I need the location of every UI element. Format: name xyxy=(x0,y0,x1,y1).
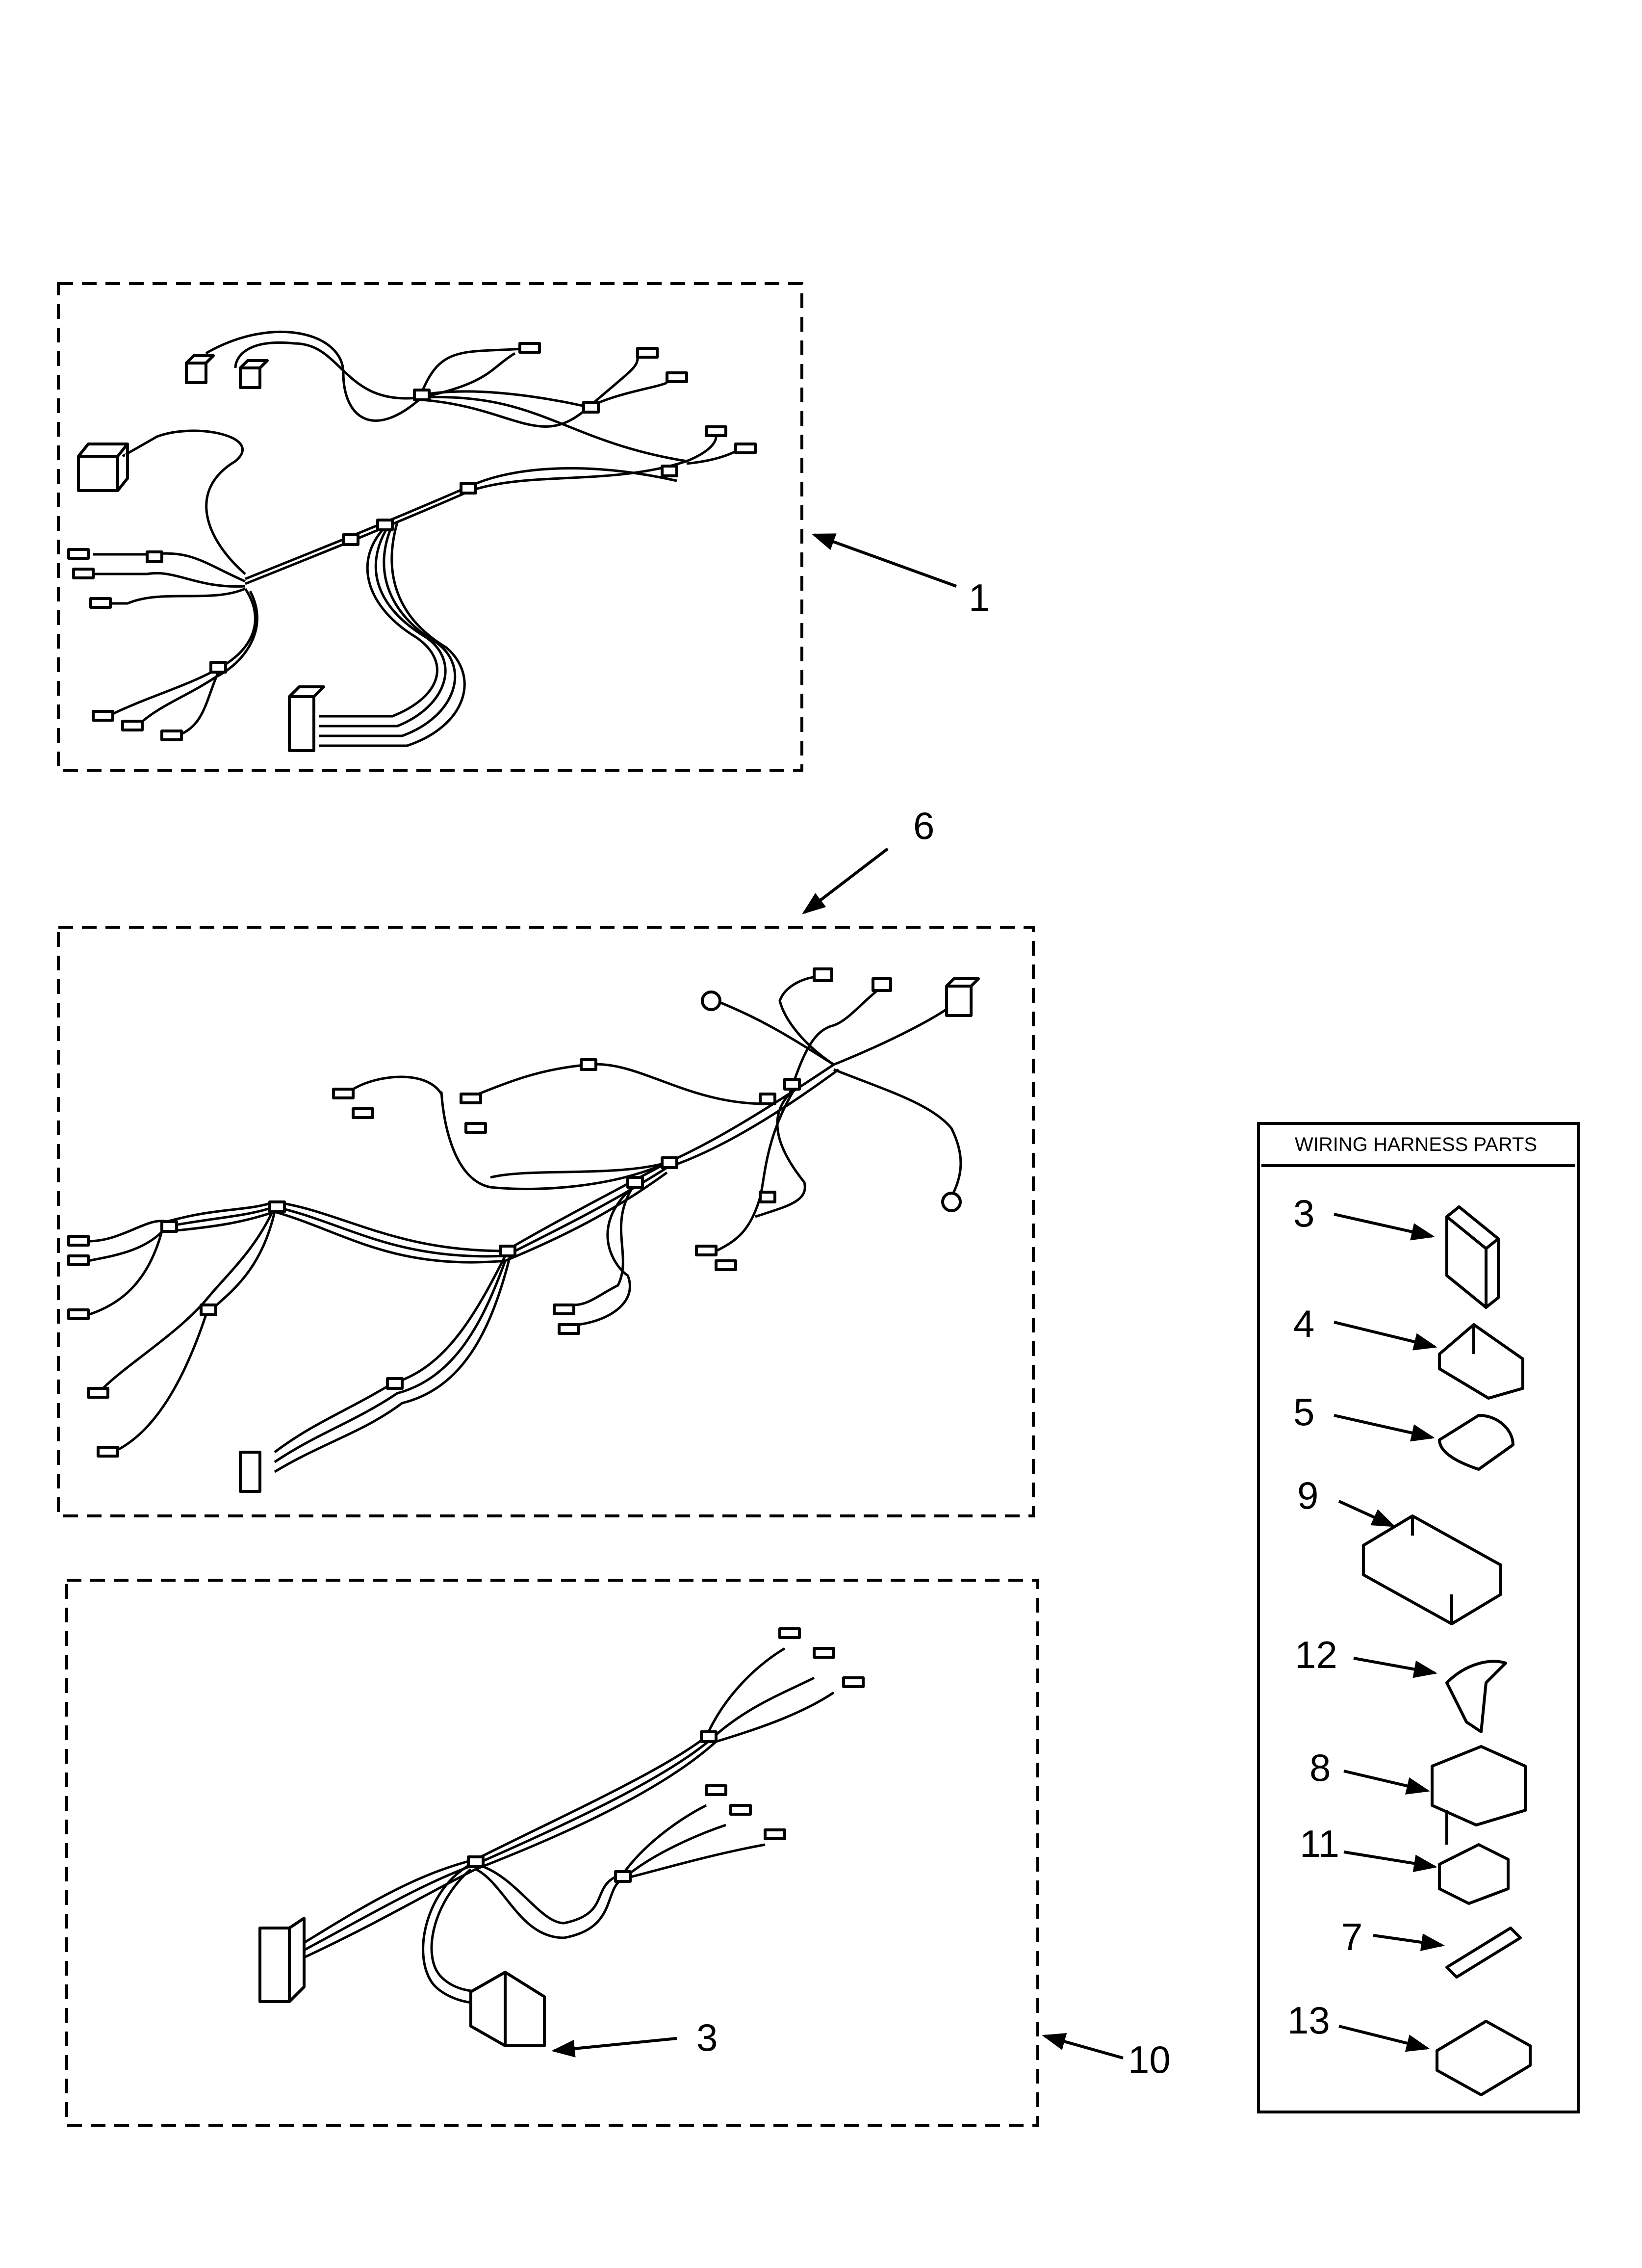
svg-text:11: 11 xyxy=(1300,1822,1339,1865)
legend-item-12: 12 xyxy=(1295,1633,1507,1733)
callout-6: 6 xyxy=(913,804,934,847)
2-pin-connector xyxy=(469,1971,546,2047)
legend-item-3: 3 xyxy=(1293,1192,1500,1309)
wire-sleeve xyxy=(661,465,678,477)
wire-sleeves xyxy=(160,1058,801,1390)
wire-sleeve xyxy=(342,533,359,546)
2-pin-connector xyxy=(239,359,269,389)
legend-item-7: 7 xyxy=(1341,1915,1522,1979)
harness-1-connectors xyxy=(67,342,757,752)
harness-6-wires xyxy=(88,975,962,1473)
harness-6-connectors xyxy=(67,967,980,1493)
harness-6-group: 6 xyxy=(57,804,1035,1517)
legend-item-9: 9 xyxy=(1297,1474,1502,1625)
2-pin-connector xyxy=(945,977,980,1017)
wire-sleeve xyxy=(209,661,227,674)
svg-text:3: 3 xyxy=(1293,1192,1314,1235)
part-9-icon xyxy=(1362,1514,1502,1625)
callout-3: 3 xyxy=(696,2016,718,2059)
ring-terminal xyxy=(701,991,721,1011)
legend-item-8: 8 xyxy=(1309,1745,1527,1845)
harness-1-group: 1 xyxy=(57,282,990,772)
wire-sleeve xyxy=(146,550,163,563)
wire-sleeve xyxy=(582,401,600,414)
legend-item-4: 4 xyxy=(1293,1302,1524,1400)
2-pin-connector xyxy=(185,354,215,384)
harness-10-wires xyxy=(303,1647,835,2005)
legend-item-11: 11 xyxy=(1300,1822,1510,1905)
part-8-icon xyxy=(1431,1745,1527,1845)
harness-10-connectors xyxy=(258,1627,865,2047)
svg-text:13: 13 xyxy=(1287,1999,1330,2042)
legend-item-13: 13 xyxy=(1287,1999,1532,2096)
part-13-icon xyxy=(1436,2020,1532,2096)
harness-10-group: 3 10 xyxy=(65,1579,1171,2127)
svg-text:4: 4 xyxy=(1293,1302,1314,1345)
spade-terminals xyxy=(67,342,757,741)
harness-1-frame xyxy=(57,282,803,772)
part-3-icon xyxy=(1445,1205,1500,1309)
wire-sleeve xyxy=(413,389,431,401)
legend-item-5: 5 xyxy=(1293,1390,1514,1471)
svg-text:7: 7 xyxy=(1341,1915,1362,1958)
svg-text:12: 12 xyxy=(1295,1633,1337,1676)
spade-terminals xyxy=(67,1088,737,1458)
svg-text:5: 5 xyxy=(1293,1390,1314,1434)
callout-1: 1 xyxy=(969,576,990,619)
callout-arrow xyxy=(551,2037,677,2058)
callout-10: 10 xyxy=(1128,2038,1171,2081)
4-pin-connector xyxy=(239,1451,261,1493)
spade-terminals xyxy=(705,1627,865,1840)
part-11-icon xyxy=(1438,1843,1510,1905)
legend-title: WIRING HARNESS PARTS xyxy=(1295,1134,1537,1155)
part-12-icon xyxy=(1445,1660,1507,1733)
callout-arrow xyxy=(802,847,889,914)
part-5-icon xyxy=(1438,1414,1514,1471)
wiring-harness-parts-legend: WIRING HARNESS PARTS 3 4 5 9 12 8 xyxy=(1257,1122,1580,2113)
ring-terminal xyxy=(941,1192,962,1212)
part-7-icon xyxy=(1445,1927,1522,1979)
harness-10-frame xyxy=(65,1579,1039,2127)
part-4-icon xyxy=(1438,1323,1524,1400)
wire-sleeve xyxy=(460,482,477,495)
4-pin-connector xyxy=(288,685,325,752)
4-pin-connector xyxy=(258,1917,306,2003)
svg-text:9: 9 xyxy=(1297,1474,1318,1517)
svg-text:8: 8 xyxy=(1309,1746,1331,1789)
harness-6-frame xyxy=(57,926,1035,1517)
wire-sleeve xyxy=(376,519,394,531)
callout-arrow xyxy=(811,533,957,588)
3-pin-connector xyxy=(77,443,129,492)
callout-arrow xyxy=(1042,2033,1124,2059)
